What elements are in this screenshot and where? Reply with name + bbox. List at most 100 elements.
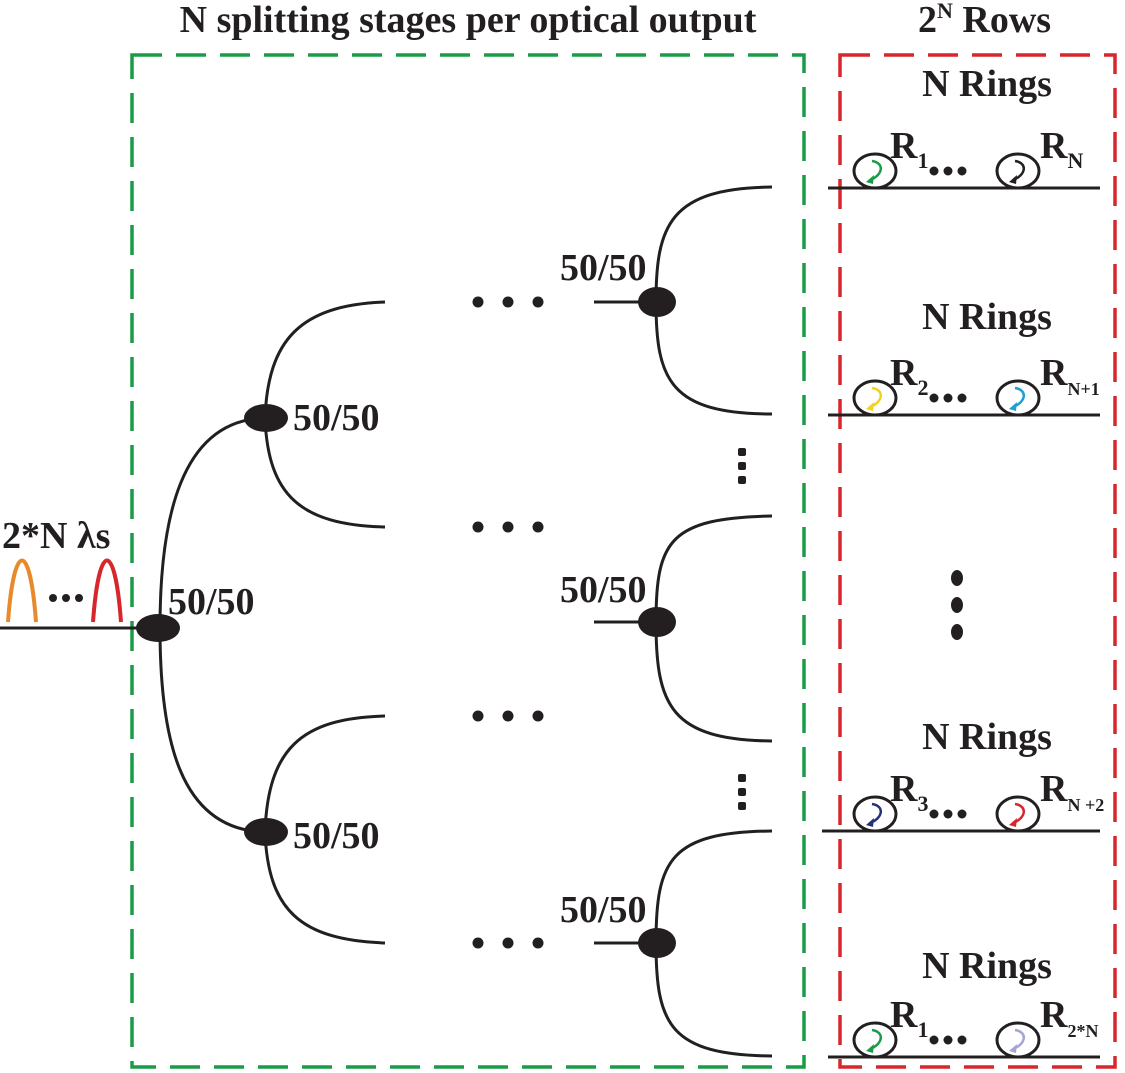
last-ring-label-subscript: 2*N — [1067, 1021, 1098, 1041]
last-ring-label-subscript: N+1 — [1067, 379, 1099, 399]
stage1-upper-branch — [158, 416, 266, 629]
first-wavelength-pulse-icon — [6, 558, 38, 623]
final-stage1-splitter-node — [638, 287, 676, 317]
first-ring-icon-arrow-head — [866, 818, 874, 827]
first-ring-icon — [852, 795, 898, 833]
first-ring-label-base: R — [890, 768, 918, 810]
splitting-stages-title: N splitting stages per optical output — [180, 0, 757, 41]
first-ring-icon-arrow-head — [866, 1044, 874, 1053]
ring-row-heading: N Rings — [922, 63, 1052, 105]
ring-ellipsis-dot — [929, 166, 939, 176]
last-ring-icon-outline — [995, 379, 1041, 417]
input-wavelengths-label: 2*N λs — [2, 515, 110, 557]
ring-row-heading: N Rings — [922, 296, 1052, 338]
first-ring-label-base: R — [890, 994, 918, 1036]
stage2-lower-splitter-node — [244, 818, 288, 846]
ring-ellipsis-dot — [957, 1035, 967, 1045]
last-ring-icon — [995, 1021, 1041, 1059]
vertical-ellipsis-upper — [738, 448, 746, 484]
ring-ellipsis-dot — [957, 166, 967, 176]
final-stage2-top-branch — [654, 514, 773, 623]
last-wavelength-pulse-icon — [91, 558, 123, 623]
stage2-lower-ratio-label: 50/50 — [293, 815, 380, 857]
final-stage3-ratio-label: 50/50 — [560, 889, 647, 931]
stage-ellipsis-row3 — [472, 710, 544, 722]
last-ring-icon — [995, 379, 1041, 417]
last-ring-label: RN +2 — [1040, 768, 1104, 815]
ring-ellipsis-dot — [957, 393, 967, 403]
first-ring-label-subscript: 2 — [917, 375, 928, 400]
final-stage1-bottom-branch — [654, 301, 773, 416]
ring-ellipsis-dot — [943, 166, 953, 176]
last-ring-icon-outline — [995, 152, 1041, 190]
last-ring-icon-arrow-head — [1009, 402, 1017, 411]
final-stage3-bottom-branch — [654, 942, 773, 1058]
first-ring-icon-outline — [852, 379, 898, 417]
ring-ellipsis-dot — [929, 1035, 939, 1045]
first-ring-label: R1 — [890, 125, 928, 173]
first-ring-label: R1 — [890, 994, 928, 1042]
rows-title-exponent: N — [937, 0, 953, 23]
final-stage3-splitter-node — [638, 928, 676, 958]
first-ring-icon-outline — [852, 795, 898, 833]
last-ring-icon — [995, 152, 1041, 190]
stage-ellipsis-row2 — [472, 521, 544, 533]
ring-row-heading: N Rings — [922, 945, 1052, 987]
last-ring-icon-arrow-head — [1009, 1044, 1017, 1053]
first-ring-icon — [852, 152, 898, 190]
stage1-splitter-node — [136, 614, 180, 642]
last-ring-icon — [995, 795, 1041, 833]
ring-row-heading: N Rings — [922, 716, 1052, 758]
stage2-lower-top-branch — [263, 714, 386, 833]
first-ring-label: R2 — [890, 352, 928, 400]
final-stage3-top-branch — [654, 829, 773, 944]
first-ring-icon-outline — [852, 152, 898, 190]
first-ring-label-base: R — [890, 352, 918, 394]
final-stage2-ratio-label: 50/50 — [560, 569, 647, 611]
last-ring-icon-outline — [995, 1021, 1041, 1059]
input-ellipsis-dot — [75, 594, 83, 602]
input-ellipsis-dot — [49, 594, 57, 602]
last-ring-label-subscript: N +2 — [1067, 795, 1104, 815]
vertical-ellipsis-lower — [738, 774, 746, 810]
stage2-upper-top-branch — [263, 300, 386, 419]
ring-ellipsis-dot — [943, 1035, 953, 1045]
stage1-lower-branch — [158, 627, 266, 834]
stage2-upper-splitter-node — [244, 404, 288, 432]
first-ring-icon-arrow-head — [866, 402, 874, 411]
rows-vertical-ellipsis — [951, 570, 963, 640]
rows-title-tail: Rows — [953, 0, 1051, 41]
first-ring-label-subscript: 3 — [917, 791, 928, 816]
last-ring-icon-arrow-head — [1009, 175, 1017, 184]
stage-ellipsis-row4 — [472, 937, 544, 949]
final-stage1-ratio-label: 50/50 — [560, 247, 647, 289]
ring-ellipsis-dot — [943, 393, 953, 403]
first-ring-icon-arrow-head — [866, 175, 874, 184]
last-ring-label-base: R — [1040, 125, 1068, 167]
ring-ellipsis-dot — [957, 809, 967, 819]
stage2-lower-bottom-branch — [263, 831, 386, 945]
final-stage1-top-branch — [654, 185, 773, 303]
input-ellipsis-dot — [62, 594, 70, 602]
splitting-stages-box — [130, 53, 806, 1069]
first-ring-icon — [852, 1021, 898, 1059]
final-stage2-splitter-node — [638, 607, 676, 637]
ring-ellipsis-dot — [929, 393, 939, 403]
first-ring-label-subscript: 1 — [917, 1017, 928, 1042]
rows-title: 2N Rows — [918, 0, 1051, 41]
last-ring-label-subscript: N — [1067, 148, 1083, 173]
rows-title-base: 2 — [918, 0, 937, 41]
last-ring-icon-outline — [995, 795, 1041, 833]
stage1-ratio-label: 50/50 — [168, 581, 255, 623]
last-ring-label: R2*N — [1040, 994, 1098, 1041]
last-ring-label-base: R — [1040, 994, 1068, 1036]
last-ring-icon-arrow-head — [1009, 818, 1017, 827]
ring-ellipsis-dot — [943, 809, 953, 819]
